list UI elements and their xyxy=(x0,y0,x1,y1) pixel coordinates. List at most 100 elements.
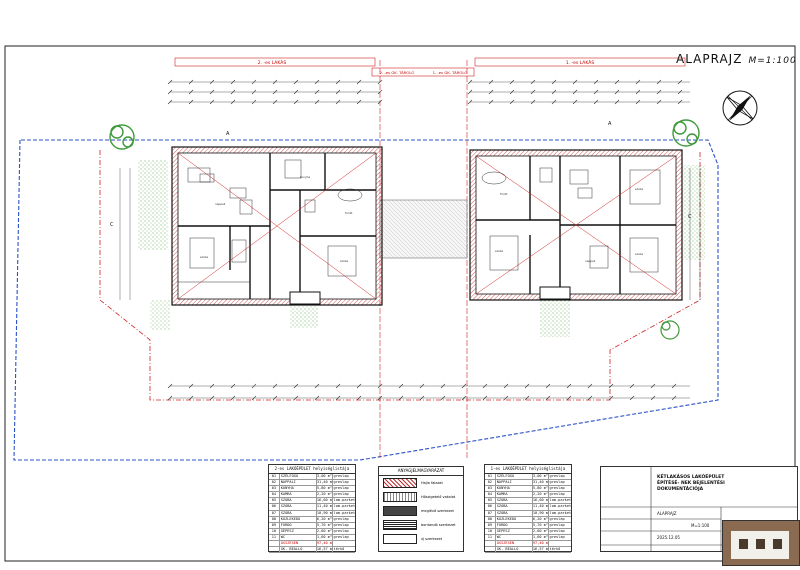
table-cell-name: ÖSSZESEN xyxy=(280,541,317,547)
svg-text:C: C xyxy=(688,214,692,220)
unit-1-label: 1. -es LAKÁS xyxy=(566,59,595,66)
table-cell-name: SZOBA xyxy=(496,498,533,504)
table-cell-name: NAPPALI xyxy=(496,480,533,486)
date-label: 2025.12.05 xyxy=(657,535,680,540)
table-cell-name: KÖZLEKEDŐ xyxy=(280,516,317,522)
table-cell-area: 97,40 m² xyxy=(316,541,333,547)
project-title: KÉTLAKÁSOS LAKÓÉPÜLET ÉPÍTÉSÉ- NEK BEJEL… xyxy=(657,475,725,492)
garage-parking xyxy=(380,200,467,258)
tree-icon xyxy=(660,320,680,340)
table-cell-name: KAMRA xyxy=(280,492,317,498)
storage-2-label: 2. -es GK. TÁROLÓ xyxy=(380,70,415,75)
table-cell-floor: greslap xyxy=(333,474,349,478)
table-cell-floor: greslap xyxy=(333,486,349,491)
svg-text:szoba: szoba xyxy=(340,259,348,263)
table-cell-area: 5,70 m² xyxy=(532,522,549,528)
table-cell-floor: greslap xyxy=(549,522,565,527)
table-cell-name: GK. BEÁLLÓ xyxy=(496,547,533,553)
table-cell-floor: greslap xyxy=(333,528,349,533)
table-cell-floor: greslap xyxy=(333,480,349,485)
table-cell-area: 2,20 m² xyxy=(316,492,333,498)
table-cell-area: 5,80 m² xyxy=(316,486,333,492)
title-text: ALAPRAJZ xyxy=(676,52,743,66)
table-cell-area: 10,90 m² xyxy=(316,510,333,516)
table-cell-floor: lam.parketta xyxy=(549,504,571,509)
table-cell-name: SZOBA xyxy=(280,504,317,510)
table-cell-no: 01 xyxy=(485,474,496,480)
table-cell-area: 2,60 m² xyxy=(532,528,549,534)
legend-label: bontandó szerkezet xyxy=(421,523,456,527)
table-cell-floor: greslap xyxy=(333,534,349,539)
legend-label: Hőszigetelő vakolat xyxy=(421,495,456,499)
svg-text:szoba: szoba xyxy=(635,187,643,191)
svg-text:szoba: szoba xyxy=(635,252,643,256)
svg-text:A: A xyxy=(226,131,230,137)
table-cell-no: 07 xyxy=(485,510,496,516)
room-table-header: 2-es LAKÓÉPÜLET helyiséglistája xyxy=(269,465,355,474)
table-cell-floor: térkő xyxy=(333,547,345,552)
table-cell-name: SZOBA xyxy=(496,510,533,516)
table-cell-no: 08 xyxy=(485,516,496,522)
table-cell-no: 06 xyxy=(485,504,496,510)
table-cell-floor: greslap xyxy=(549,474,565,478)
legend-label: meglévő szerkezet xyxy=(421,509,454,513)
svg-text:nappali: nappali xyxy=(585,259,596,263)
table-cell-name: GK. BEÁLLÓ xyxy=(280,547,317,553)
table-cell-floor xyxy=(549,541,571,546)
table-cell-area: 5,80 m² xyxy=(532,486,549,492)
table-cell-floor: térkő xyxy=(549,547,561,552)
table-cell-no: 02 xyxy=(485,480,496,486)
svg-text:C: C xyxy=(110,222,114,228)
table-cell-no: 01 xyxy=(269,474,280,480)
storage-1-label: 1. -es GK. TÁROLÓ xyxy=(433,70,468,75)
legend-item: meglévő szerkezet xyxy=(379,504,463,518)
table-cell-name: SZOBA xyxy=(280,498,317,504)
table-cell-no xyxy=(485,541,496,547)
table-cell-no: 03 xyxy=(269,486,280,492)
table-cell-no: 10 xyxy=(485,528,496,534)
table-cell-area: 16,60 m² xyxy=(316,498,333,504)
legend-item: új szerkezet xyxy=(379,532,463,546)
table-cell-name: SZÉLFOGÓ xyxy=(496,474,533,480)
table-cell-name: KAMRA xyxy=(496,492,533,498)
table-cell-no: 08 xyxy=(269,516,280,522)
unit-2-label: 2. -es LAKÁS xyxy=(258,59,287,66)
scale-label: M=1:100 xyxy=(691,523,710,528)
table-cell-area: 3,00 m² xyxy=(316,474,333,480)
building-left: nappali szoba szoba fürdő konyha xyxy=(171,146,383,306)
house-photo xyxy=(722,520,800,566)
svg-text:szoba: szoba xyxy=(495,249,503,253)
table-cell-no xyxy=(269,541,280,547)
tree-icon xyxy=(109,124,135,150)
table-cell-floor xyxy=(333,541,355,546)
svg-text:konyha: konyha xyxy=(300,175,310,179)
green-paving-left xyxy=(138,160,168,250)
legend-swatch xyxy=(383,520,417,530)
table-cell-area: 6,20 m² xyxy=(316,516,333,522)
table-cell-area: 16,57 m² xyxy=(316,547,333,553)
legend-header: ANYAGJELMAGYARÁZAT xyxy=(379,467,463,476)
table-cell-no xyxy=(269,547,280,553)
table-cell-floor: lam.parketta xyxy=(333,510,355,515)
table-cell-no: 03 xyxy=(485,486,496,492)
table-cell-name: KONYHA xyxy=(496,486,533,492)
